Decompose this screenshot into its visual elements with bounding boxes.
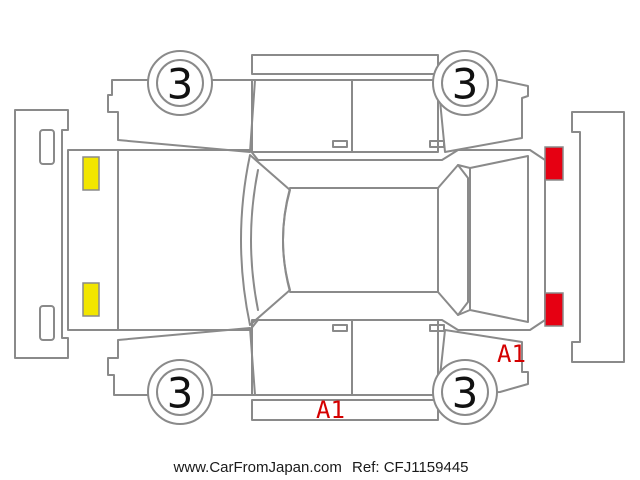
wheel-front-right-grade: 3 [452, 60, 479, 109]
wheel-rear-left-grade: 3 [167, 369, 194, 418]
rear-bumper [571, 111, 625, 363]
wheel-front-left-grade: 3 [167, 60, 194, 109]
rear-left-light-marker [544, 146, 564, 181]
wheel-front-left: 3 [147, 50, 213, 116]
car-top-view [67, 149, 546, 331]
top-side-panel [107, 54, 529, 153]
wheel-front-right: 3 [432, 50, 498, 116]
footer-site: www.CarFromJapan.com [172, 459, 341, 476]
wheel-rear-left: 3 [147, 359, 213, 425]
wheel-rear-right-grade: 3 [452, 369, 479, 418]
damage-code-rear-right: A1 [497, 340, 526, 368]
rear-right-light-marker [544, 292, 564, 327]
footer-credit: www.CarFromJapan.com Ref: CFJ1159445 [172, 459, 468, 476]
footer-ref: Ref: CFJ1159445 [352, 459, 468, 476]
front-right-light-marker [82, 282, 100, 317]
front-left-light-marker [82, 156, 100, 191]
wheel-rear-right: 3 [432, 359, 498, 425]
damage-code-door-bottom: A1 [316, 396, 345, 424]
front-bumper [14, 109, 69, 359]
